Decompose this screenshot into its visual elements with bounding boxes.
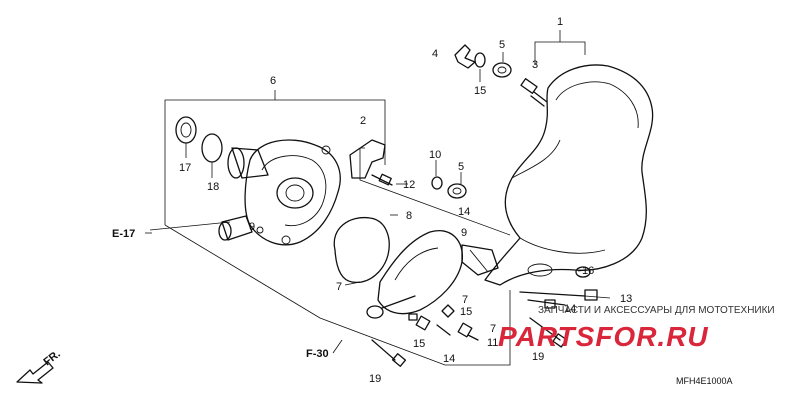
grommet-parts [431, 52, 512, 199]
callout-14: 14 [458, 206, 470, 218]
callout-15: 15 [474, 85, 486, 97]
bolt-part-3 [520, 78, 548, 107]
callout-7: 7 [336, 281, 342, 293]
bolt-parts [371, 266, 598, 367]
callout-11: 11 [487, 337, 498, 349]
callout-5: 5 [458, 161, 464, 173]
callout-19: 19 [369, 373, 381, 385]
callout-3: 3 [532, 59, 538, 71]
water-pump-part-6 [218, 139, 341, 246]
clip-part-4 [454, 44, 476, 69]
pump-cover-part-1 [484, 64, 654, 286]
callout-labels: 1 2 3 4 5 5 6 7 7 7 8 9 9 10 11 12 13 14… [179, 16, 632, 385]
callout-13: 13 [620, 293, 632, 305]
callout-16: 16 [582, 265, 594, 277]
group-brackets [149, 30, 586, 366]
o-ring-part-18 [201, 133, 223, 163]
gasket-part-8 [333, 216, 390, 283]
callout-15: 15 [460, 306, 472, 318]
callout-7: 7 [490, 323, 496, 335]
callout-12: 12 [403, 179, 415, 191]
front-direction-arrow-icon: FR. [16, 348, 63, 384]
callout-5: 5 [499, 39, 505, 51]
callout-14: 14 [564, 303, 576, 315]
callout-1: 1 [557, 16, 563, 28]
callout-15: 15 [413, 338, 425, 350]
callout-4: 4 [432, 48, 438, 60]
ref-f30: F-30 [306, 348, 329, 360]
diagram-code: MFH4E1000A [676, 376, 733, 386]
pipe-part-9 [461, 244, 499, 276]
callout-17: 17 [179, 162, 191, 174]
callout-leaders [185, 52, 611, 299]
callout-9: 9 [461, 227, 467, 239]
callout-14: 14 [443, 353, 455, 365]
callout-7: 7 [462, 294, 468, 306]
callout-10: 10 [429, 149, 441, 161]
callout-2: 2 [360, 115, 366, 127]
bracket-part-2 [349, 139, 393, 186]
callout-9: 9 [249, 221, 255, 233]
callout-18: 18 [207, 181, 219, 193]
callout-6: 6 [270, 75, 276, 87]
watermark-brand: PARTSFOR.RU [498, 321, 709, 352]
watermark-tagline: ЗАПЧАСТИ И АКСЕССУАРЫ ДЛЯ МОТОТЕХНИКИ [538, 305, 775, 316]
callout-19: 19 [532, 351, 544, 363]
callout-8: 8 [406, 210, 412, 222]
ref-e17: E-17 [112, 228, 135, 240]
watermark: ЗАПЧАСТИ И АКСЕССУАРЫ ДЛЯ МОТОТЕХНИКИ PA… [498, 305, 775, 352]
seal-part-17 [175, 116, 197, 144]
reference-marks: E-17 F-30 [112, 228, 343, 360]
